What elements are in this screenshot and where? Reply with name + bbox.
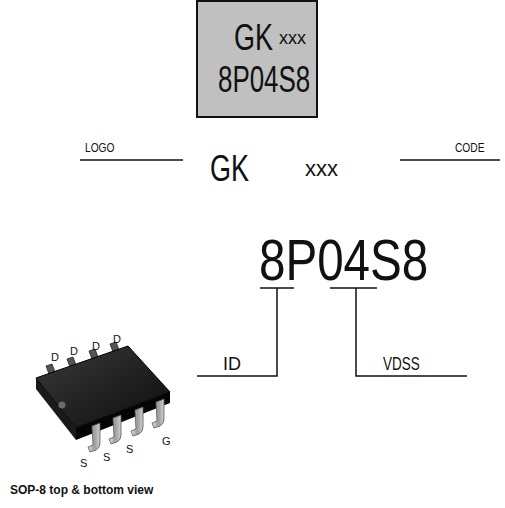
logo-text: GK bbox=[210, 151, 249, 187]
pin-name: D bbox=[70, 346, 78, 357]
marking-text: xxx bbox=[279, 29, 306, 47]
pin-name: G bbox=[162, 436, 171, 447]
marking-text: 8P04S8 bbox=[218, 62, 310, 98]
date-code: xxx bbox=[305, 158, 338, 180]
part-number: 8P04S8 bbox=[259, 231, 428, 289]
id-label: ID bbox=[223, 355, 241, 373]
vdss-leader bbox=[356, 288, 467, 376]
logo-label: LOGO bbox=[85, 142, 114, 154]
marking-text: GK bbox=[234, 20, 273, 56]
pin-name: D bbox=[92, 341, 100, 352]
id-leader bbox=[197, 288, 277, 376]
figure-caption: SOP-8 top & bottom view bbox=[10, 484, 153, 496]
pin-name: S bbox=[80, 458, 87, 469]
pin-name: S bbox=[126, 444, 133, 455]
pin-name: S bbox=[103, 452, 110, 463]
logo-leader bbox=[80, 159, 183, 161]
marking-box: GK xxx 8P04S8 bbox=[196, 0, 318, 118]
code-label: CODE bbox=[455, 142, 484, 154]
code-leader bbox=[400, 159, 500, 161]
chip-body bbox=[36, 346, 170, 428]
pin1-dot bbox=[59, 402, 66, 409]
pin-name: D bbox=[113, 334, 121, 345]
pin-name: D bbox=[51, 352, 59, 363]
vdss-label: VDSS bbox=[383, 355, 420, 373]
leader-lines bbox=[80, 160, 500, 376]
